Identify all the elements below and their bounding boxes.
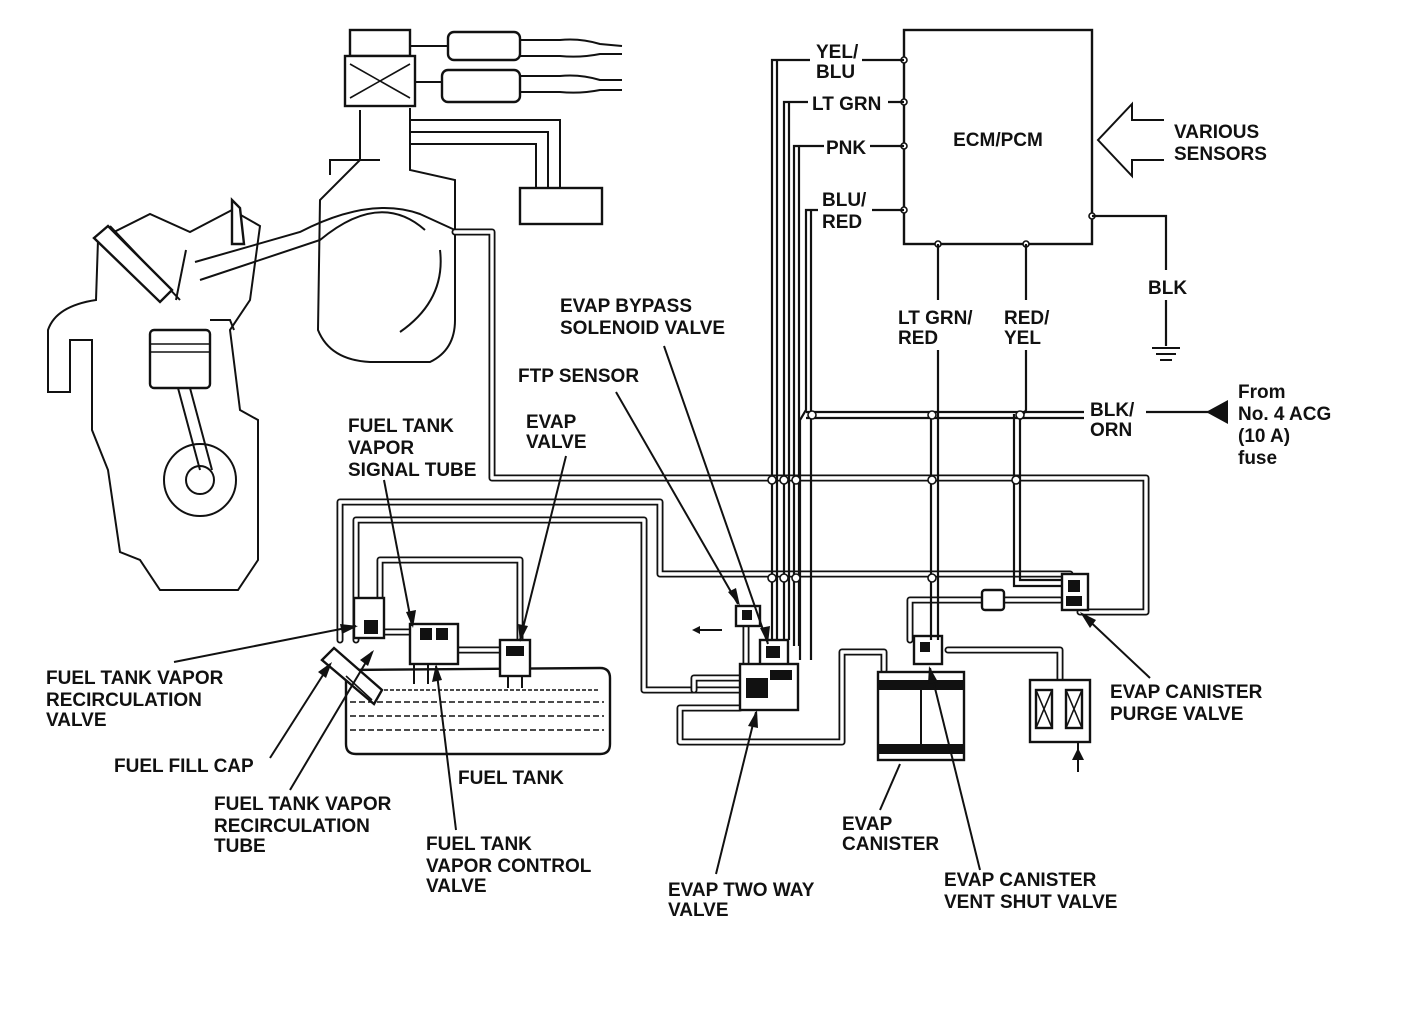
wiring (767, 58, 1228, 660)
wire-label-pnk: PNK (826, 138, 866, 159)
wire-label-red-yel-1: RED/ (1004, 308, 1050, 329)
label-bypass-2: SOLENOID VALVE (560, 318, 725, 339)
leader-lines (173, 345, 1151, 875)
label-control-valve-3: VALVE (426, 876, 487, 897)
label-vent-shut-2: VENT SHUT VALVE (944, 892, 1117, 913)
label-control-valve-1: FUEL TANK (426, 834, 532, 855)
evap-valve-cluster (692, 604, 800, 712)
label-signal-tube-3: SIGNAL TUBE (348, 460, 476, 481)
engine-illustration (47, 28, 623, 591)
label-recirc-valve-3: VALVE (46, 710, 107, 731)
label-recirc-tube-3: TUBE (214, 836, 266, 857)
label-ftp-sensor: FTP SENSOR (518, 366, 639, 387)
wire-label-lt-grn: LT GRN (812, 94, 881, 115)
ecm-pcm-label: ECM/PCM (953, 130, 1043, 151)
wire-label-yel-blu-2: BLU (816, 62, 855, 83)
fuse-label-3: (10 A) (1238, 426, 1290, 447)
label-canister-1: EVAP (842, 814, 893, 835)
fuse-label-4: fuse (1238, 448, 1277, 469)
wire-label-blk-orn-2: ORN (1090, 420, 1132, 441)
label-signal-tube-2: VAPOR (348, 438, 414, 459)
label-control-valve-2: VAPOR CONTROL (426, 856, 592, 877)
various-sensors-arrow (1096, 101, 1164, 179)
fuel-tank-vapor-control-valve (408, 622, 460, 666)
evap-canister-purge-valve (1060, 572, 1090, 612)
label-evap-valve-2: VALVE (526, 432, 587, 453)
wire-label-lt-grn-red-2: RED (898, 328, 938, 349)
fuse-label-1: From (1238, 382, 1286, 403)
wire-label-blk-orn-1: BLK/ (1090, 400, 1135, 421)
wire-label-red-yel-2: YEL (1004, 328, 1041, 349)
label-fuel-tank: FUEL TANK (458, 768, 564, 789)
label-recirc-tube-2: RECIRCULATION (214, 816, 370, 837)
label-purge-valve-2: PURGE VALVE (1110, 704, 1243, 725)
fuse-label-2: No. 4 ACG (1238, 404, 1331, 425)
wire-label-lt-grn-red-1: LT GRN/ (898, 308, 973, 329)
label-evap-valve-1: EVAP (526, 412, 577, 433)
ecm-pcm-box (902, 28, 1094, 246)
various-sensors-label-2: SENSORS (1174, 144, 1267, 165)
label-recirc-valve-2: RECIRCULATION (46, 690, 202, 711)
various-sensors-label-1: VARIOUS (1174, 122, 1259, 143)
wire-label-blk: BLK (1148, 278, 1187, 299)
label-two-way-valve-1: EVAP TWO WAY (668, 880, 815, 901)
label-recirc-tube-1: FUEL TANK VAPOR (214, 794, 392, 815)
wire-label-blu-red-1: BLU/ (822, 190, 867, 211)
label-purge-valve-1: EVAP CANISTER (1110, 682, 1263, 703)
label-fuel-fill-cap: FUEL FILL CAP (114, 756, 254, 777)
fuel-tank (320, 596, 612, 756)
wire-label-blu-red-2: RED (822, 212, 862, 233)
wire-label-yel-blu-1: YEL/ (816, 42, 859, 63)
label-bypass-1: EVAP BYPASS (560, 296, 692, 317)
evap-valve (498, 638, 532, 678)
label-recirc-valve-1: FUEL TANK VAPOR (46, 668, 224, 689)
label-vent-shut-1: EVAP CANISTER (944, 870, 1097, 891)
label-signal-tube-1: FUEL TANK (348, 416, 454, 437)
label-canister-2: CANISTER (842, 834, 939, 855)
label-two-way-valve-2: VALVE (668, 900, 729, 921)
